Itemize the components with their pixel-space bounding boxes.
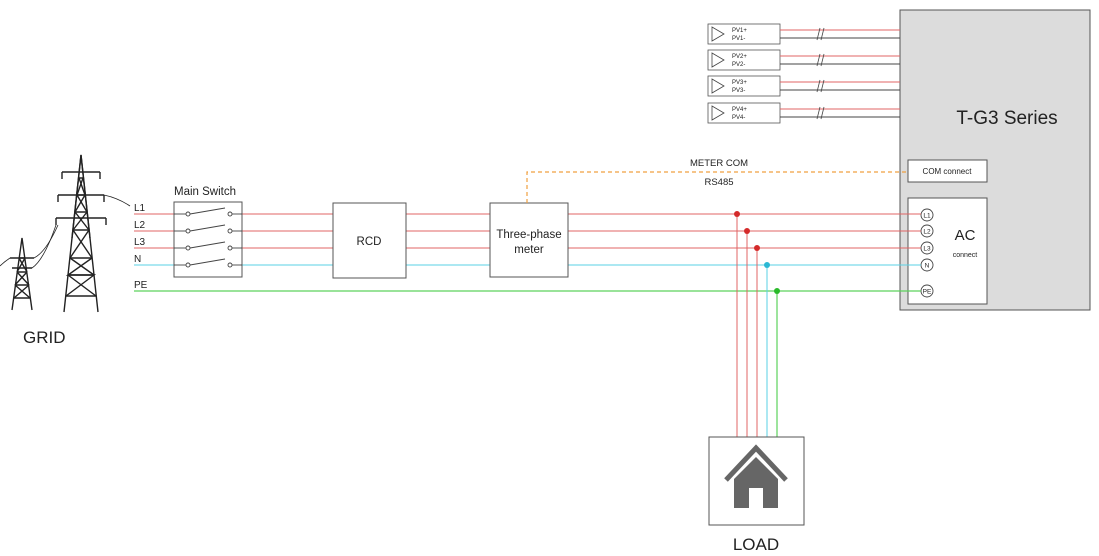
ac-connect-label: connect xyxy=(953,252,978,259)
house-icon xyxy=(724,444,788,508)
line-label-l3: L3 xyxy=(134,237,146,248)
pv-string-4: PV4+ PV4- xyxy=(707,102,900,124)
svg-text:N: N xyxy=(925,263,930,270)
ac-terminal-l1: L1 xyxy=(920,208,934,222)
load-label: LOAD xyxy=(733,535,779,554)
com-connect-label: COM connect xyxy=(923,167,973,176)
svg-text:PV4-: PV4- xyxy=(732,115,745,121)
main-switch-label: Main Switch xyxy=(174,186,236,198)
junction-dots xyxy=(734,211,780,294)
main-switch xyxy=(173,201,243,278)
svg-text:PV2+: PV2+ xyxy=(732,54,747,60)
load-box xyxy=(708,436,805,526)
line-label-l1: L1 xyxy=(134,203,146,214)
load-taps xyxy=(736,214,778,437)
transmission-tower-icon xyxy=(0,154,131,313)
svg-text:L1: L1 xyxy=(923,213,931,220)
ac-terminal-l3: L3 xyxy=(920,241,934,255)
rcd-box: RCD xyxy=(332,202,407,279)
svg-text:PV3-: PV3- xyxy=(732,88,745,94)
ac-connect-box xyxy=(907,197,988,305)
com-connect-box xyxy=(907,159,988,183)
svg-text:PV2-: PV2- xyxy=(732,62,745,68)
pv-string-2: PV2+ PV2- xyxy=(707,49,900,71)
ac-label: AC xyxy=(955,227,976,244)
svg-text:PV3+: PV3+ xyxy=(732,80,747,86)
pv-string-3: PV3+ PV3- xyxy=(707,75,900,97)
rcd-label: RCD xyxy=(357,236,382,248)
svg-text:L3: L3 xyxy=(923,246,931,253)
meter-com-label: METER COM xyxy=(690,158,748,169)
ac-terminal-pe: PE xyxy=(920,284,934,298)
svg-text:PE: PE xyxy=(923,289,932,296)
svg-text:PV4+: PV4+ xyxy=(732,107,747,113)
svg-text:PV1+: PV1+ xyxy=(732,28,747,34)
meter-label-line1: Three-phase xyxy=(496,229,561,241)
meter-label-line2: meter xyxy=(514,244,544,256)
meter-com-rs485-label: RS485 xyxy=(704,177,733,188)
grid-label: GRID xyxy=(23,328,66,347)
line-label-n: N xyxy=(134,254,141,265)
meter-com-cable xyxy=(526,171,908,203)
pv-string-1: PV1+ PV1- xyxy=(707,23,900,45)
inverter-title: T-G3 Series xyxy=(956,108,1057,129)
ac-terminal-n: N xyxy=(920,258,934,272)
svg-text:L2: L2 xyxy=(923,229,931,236)
inverter: T-G3 Series COM connect AC connect L1 L2… xyxy=(899,9,1091,311)
ac-terminal-l2: L2 xyxy=(920,224,934,238)
line-label-l2: L2 xyxy=(134,220,146,231)
three-phase-meter: Three-phase meter xyxy=(489,202,569,278)
phase-wires xyxy=(134,213,921,249)
line-label-pe: PE xyxy=(134,280,148,291)
svg-text:PV1-: PV1- xyxy=(732,36,745,42)
